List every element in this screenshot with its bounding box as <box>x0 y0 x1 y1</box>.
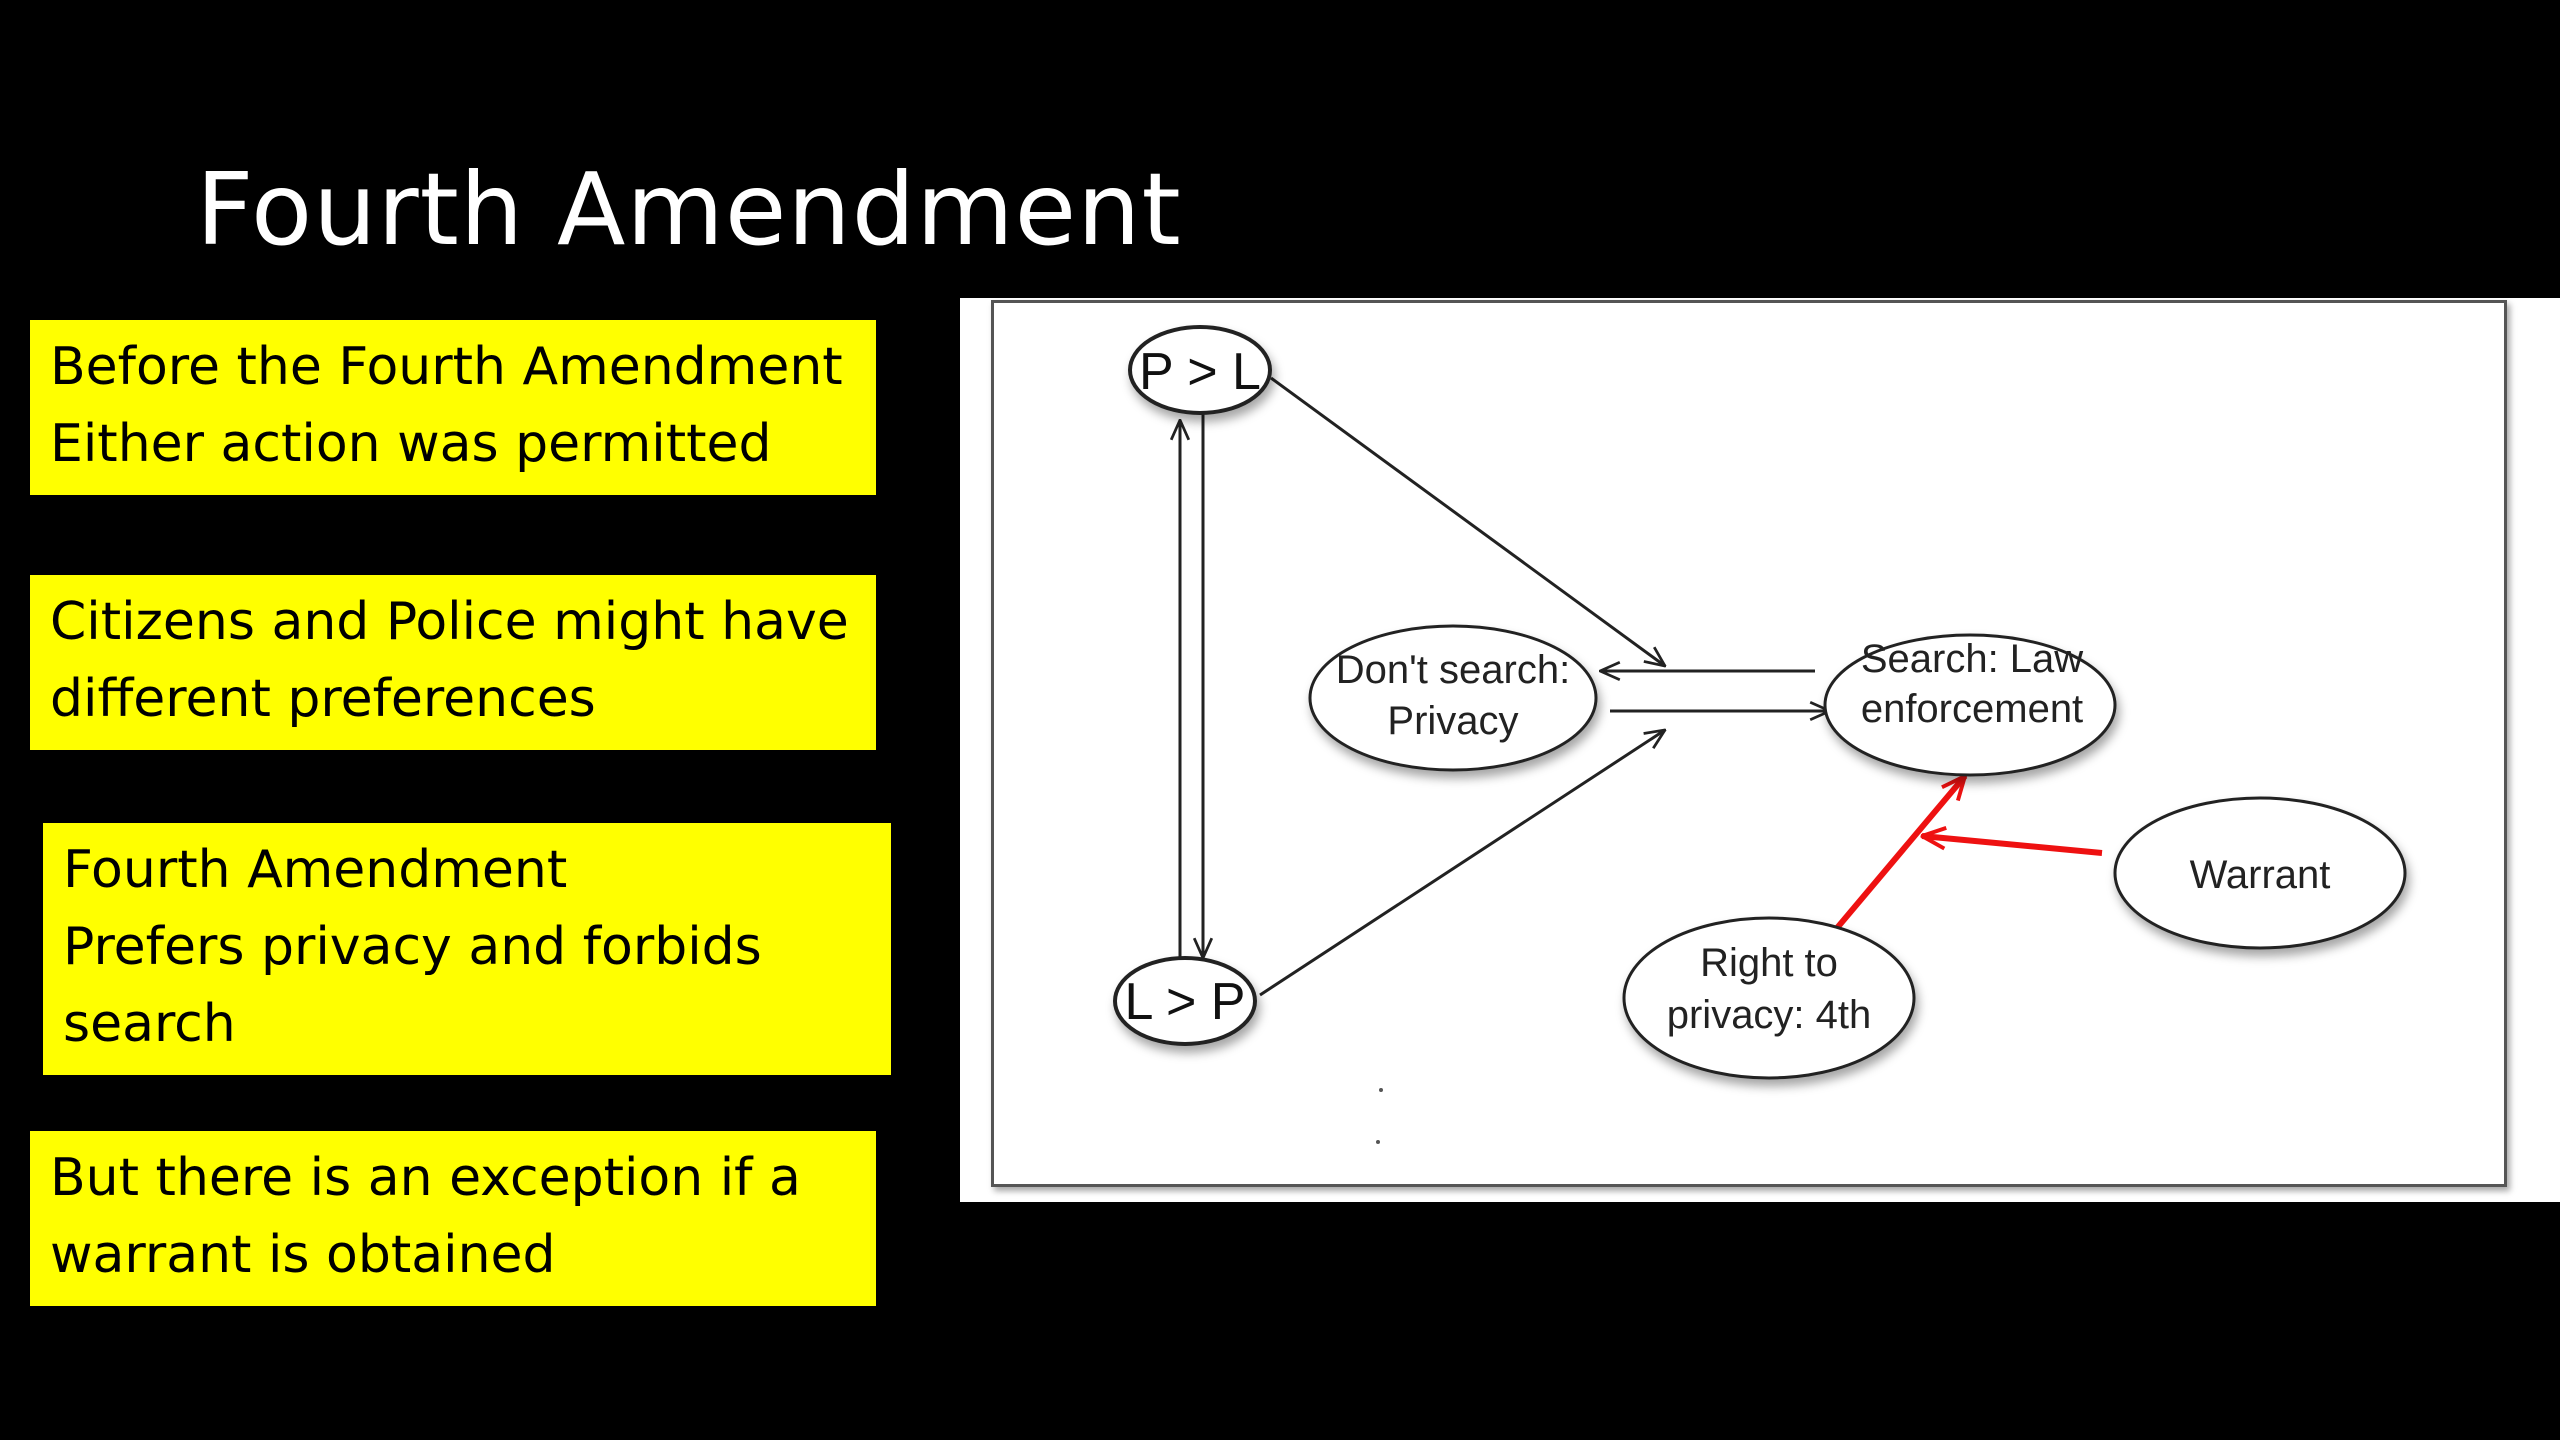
edge-pl-to-center <box>1270 376 1665 666</box>
node-right-to-privacy: Right to privacy: 4th <box>1622 916 1916 1080</box>
node-label: Warrant <box>2190 853 2331 897</box>
edge-right-to-search <box>1834 776 1965 930</box>
note-line: search <box>63 994 236 1054</box>
note-line: Prefers privacy and forbids <box>63 917 762 977</box>
node-dont-search: Don't search: Privacy <box>1308 624 1598 772</box>
node-label: L > P <box>1125 973 1246 1031</box>
note-before-fourth-amendment: Before the Fourth Amendment Either actio… <box>30 320 876 495</box>
note-line: But there is an exception if a <box>50 1148 801 1208</box>
node-label: P > L <box>1139 343 1261 401</box>
node-label: enforcement <box>1861 687 2083 731</box>
diagram-frame <box>991 300 2507 1187</box>
note-line: Fourth Amendment <box>63 840 568 900</box>
note-line: different preferences <box>50 669 596 729</box>
node-warrant: Warrant <box>2113 796 2407 950</box>
node-label: Don't search: <box>1336 648 1570 692</box>
slide-title: Fourth Amendment <box>196 151 1182 268</box>
node-label: Search: Law <box>1861 637 2083 681</box>
note-line: Either action was permitted <box>50 414 772 474</box>
diagram: P > L L > P Don't search: Privacy Search… <box>1113 325 2407 1144</box>
stray-marks <box>1376 1088 1383 1144</box>
note-different-preferences: Citizens and Police might have different… <box>30 575 876 750</box>
node-label: Privacy <box>1387 699 1518 743</box>
node-label: privacy: 4th <box>1667 993 1872 1037</box>
note-prefers-privacy: Fourth Amendment Prefers privacy and for… <box>43 823 891 1075</box>
note-line: Citizens and Police might have <box>50 592 849 652</box>
edge-lp-to-center <box>1259 730 1665 997</box>
edge-warrant-to-right <box>1922 836 2103 856</box>
note-line: Before the Fourth Amendment <box>50 337 843 397</box>
node-p-gt-l: P > L <box>1128 325 1272 415</box>
node-label: Right to <box>1700 941 1838 985</box>
note-line: warrant is obtained <box>50 1225 556 1285</box>
note-warrant-exception: But there is an exception if a warrant i… <box>30 1131 876 1306</box>
node-search: Search: Law enforcement <box>1823 633 2117 777</box>
edges <box>1180 376 2103 997</box>
diagram-panel: P > L L > P Don't search: Privacy Search… <box>960 298 2560 1202</box>
node-l-gt-p: L > P <box>1113 956 1257 1046</box>
